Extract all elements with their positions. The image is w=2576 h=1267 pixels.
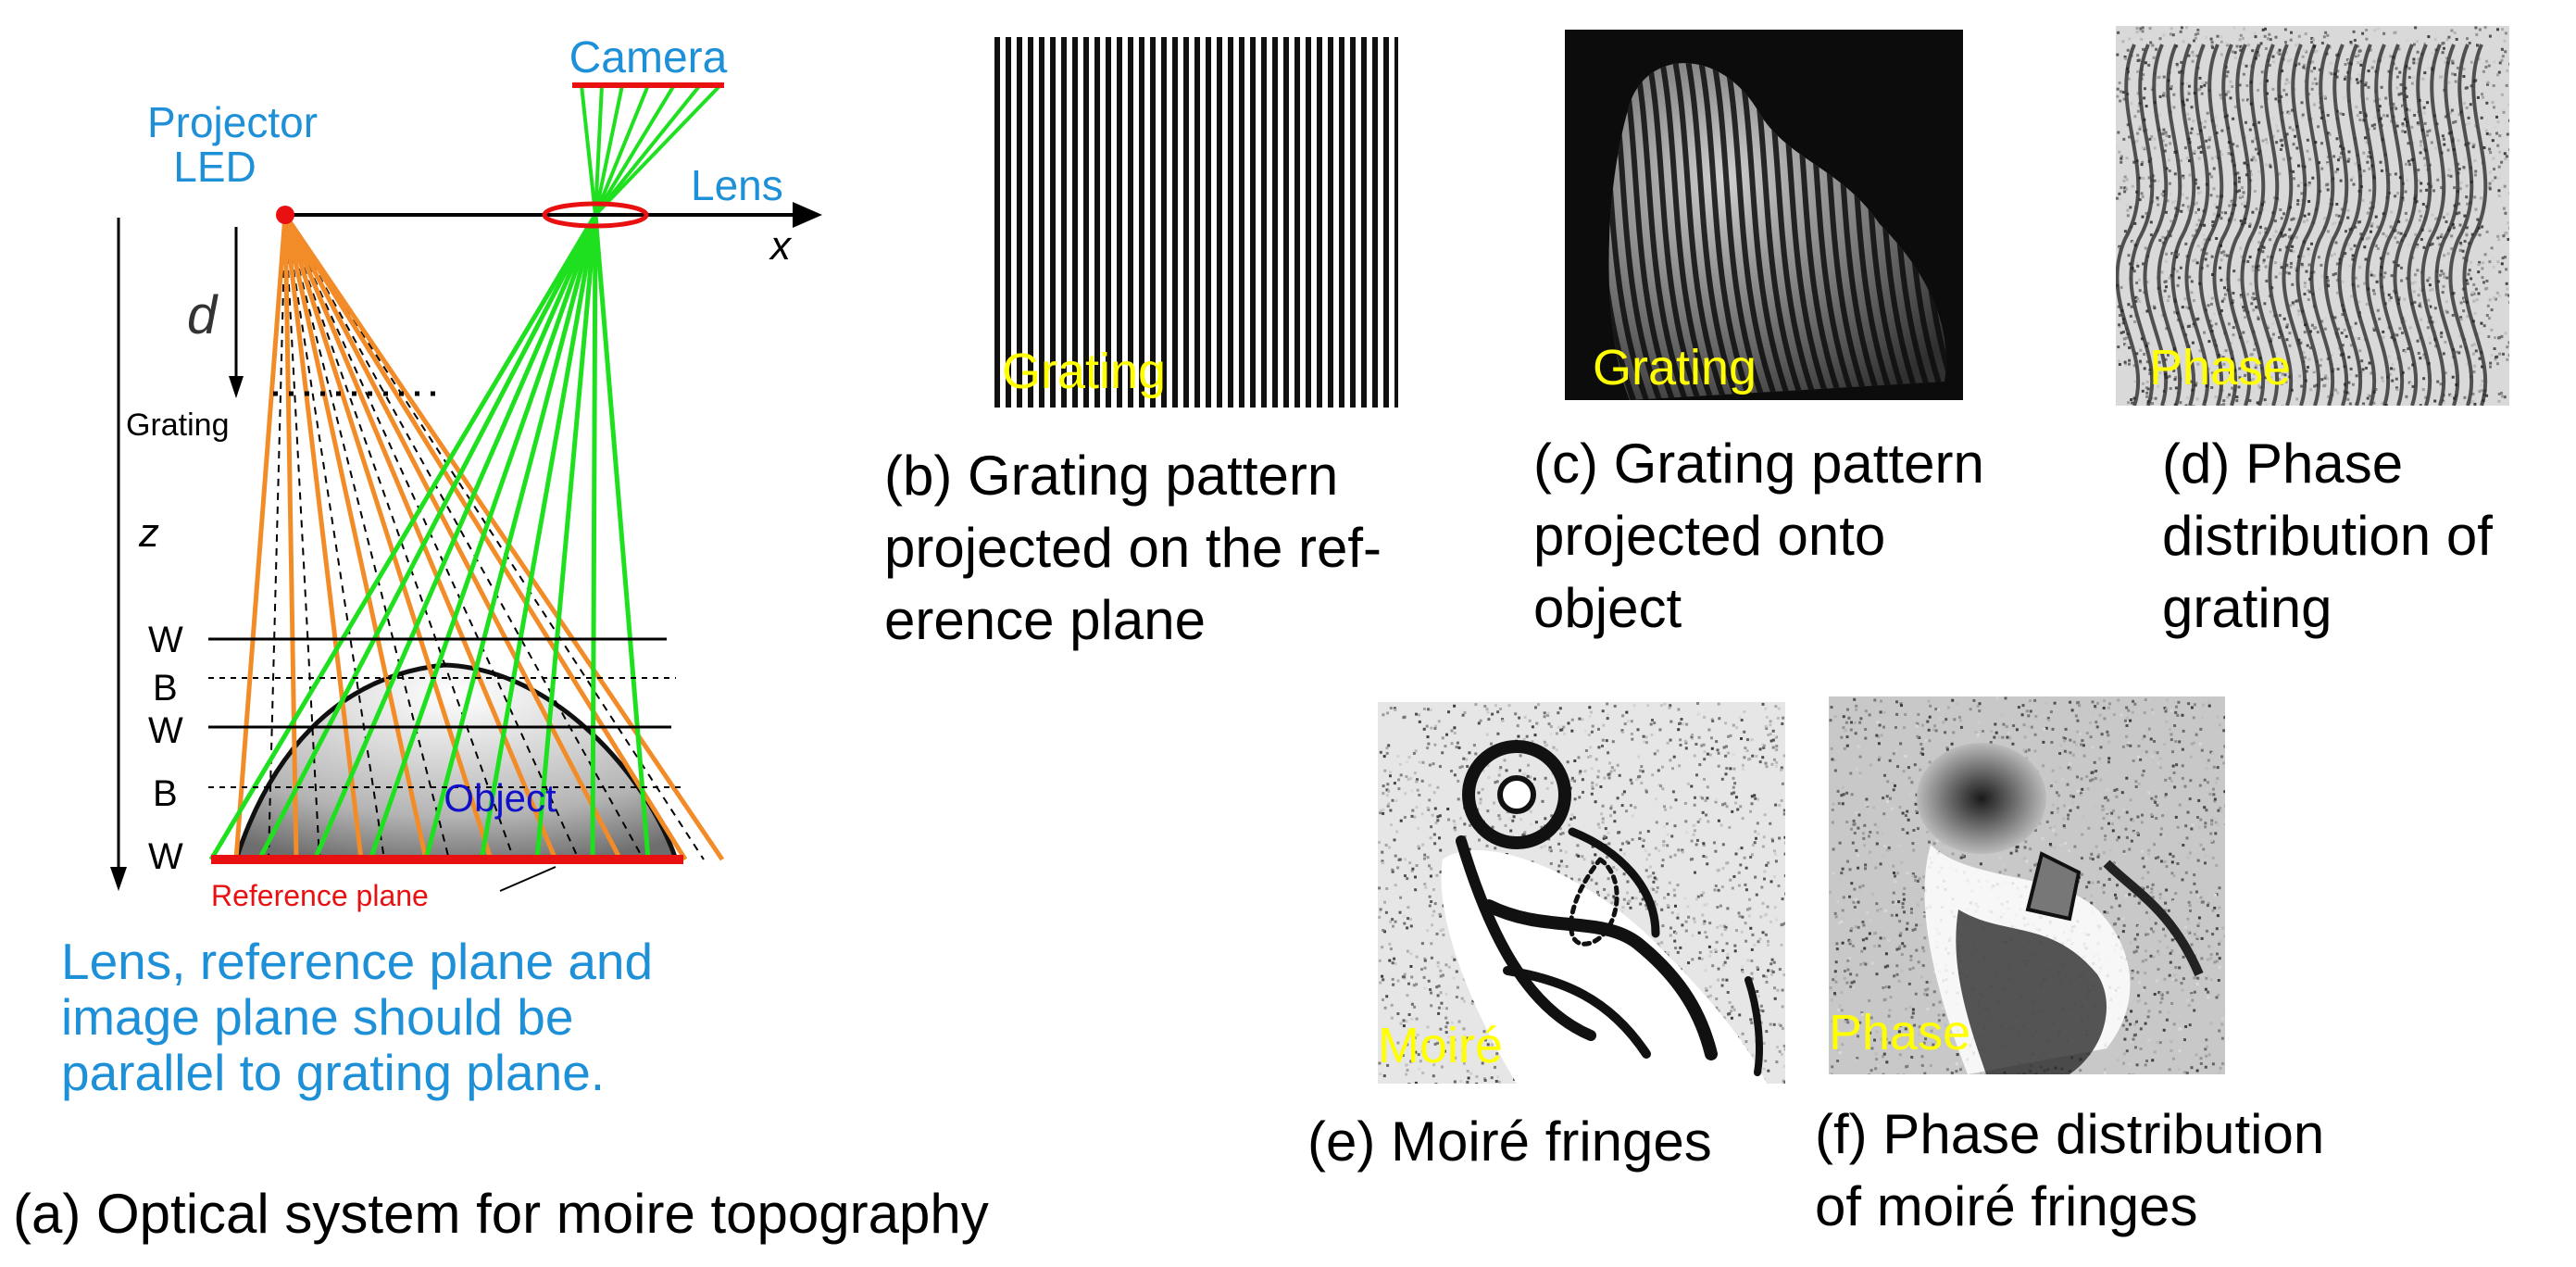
grating-shadow-line — [284, 214, 705, 860]
grating-shadow-line — [284, 214, 580, 860]
panel-f-phase-moire-image: Phase — [1829, 696, 2225, 1074]
panel-b-grating-image: Grating — [991, 37, 1398, 408]
lens-ellipse — [542, 201, 649, 229]
camera-ray — [594, 84, 604, 216]
x-axis-arrowhead — [793, 202, 822, 228]
camera-label: Camera — [569, 33, 728, 82]
projector-label: Projector — [147, 98, 318, 146]
camera-ray — [312, 214, 598, 860]
z-label: z — [138, 510, 159, 556]
camera-ray — [594, 83, 676, 217]
camera-ray — [479, 214, 598, 860]
camera-ray — [590, 214, 598, 860]
camera-rays — [208, 83, 722, 861]
camera-ray — [580, 84, 597, 216]
camera-ray — [594, 83, 702, 217]
optical-system-diagram: Camera Projector LED Lens x d z Grating … — [110, 33, 822, 912]
band-label-w3: W — [148, 836, 183, 877]
panel-e-moire-image: Moiré — [1378, 702, 1785, 1084]
grating-line-shadows — [268, 214, 705, 860]
object-label: Object — [444, 776, 556, 820]
projector-ray — [282, 214, 558, 860]
reference-plane-label: Reference plane — [211, 879, 429, 912]
camera-ray — [594, 84, 650, 216]
panel-d-label: Phase — [2149, 340, 2292, 395]
grating-shadow-line — [284, 214, 320, 860]
camera-ray — [593, 214, 651, 860]
caption-c: (c) Grating pattern projected onto objec… — [1533, 433, 1984, 639]
projector-ray — [282, 213, 725, 861]
grating-shadow-line — [284, 214, 385, 860]
d-axis-arrowhead — [229, 376, 244, 398]
grating-shadow-line — [284, 214, 515, 860]
panel-f-label: Phase — [1829, 1005, 1971, 1060]
panel-d-phase-image: Phase — [2116, 26, 2509, 406]
band-label-w1: W — [148, 620, 183, 660]
d-label: d — [187, 285, 219, 345]
reference-plane-leader — [499, 866, 556, 892]
camera-ray — [534, 214, 598, 860]
panel-c-label: Grating — [1593, 340, 1757, 395]
grating-label: Grating — [126, 408, 230, 443]
x-axis-label: x — [769, 223, 793, 269]
camera-ray — [256, 213, 598, 861]
caption-e: (e) Moiré fringes — [1307, 1110, 1712, 1173]
band-label-w2: W — [148, 710, 183, 751]
projector-ray — [282, 214, 299, 860]
band-label-b1: B — [153, 668, 178, 709]
panel-c-grating-object-image: Grating — [1565, 30, 1963, 400]
z-axis-arrowhead — [110, 867, 127, 891]
led-label: LED — [173, 143, 256, 191]
projector-ray — [233, 214, 288, 860]
grating-shadow-line — [284, 214, 644, 860]
caption-f: (f) Phase distribution of moiré fringes — [1815, 1103, 2325, 1237]
projector-led — [276, 206, 294, 224]
caption-b: (b) Grating pattern projected on the ref… — [884, 445, 1382, 651]
grating-shadow-line — [268, 214, 286, 860]
camera-ray — [208, 213, 598, 861]
band-label-b2: B — [153, 773, 178, 814]
panel-e-label: Moiré — [1378, 1018, 1504, 1073]
projector-ray — [282, 214, 429, 860]
caption-a: (a) Optical system for moire topography — [13, 1183, 989, 1245]
parallel-note: Lens, reference plane and image plane sh… — [61, 933, 654, 1101]
projector-ray — [282, 214, 364, 860]
camera-ray — [594, 83, 722, 217]
caption-d: (d) Phase distribution of grating — [2162, 433, 2493, 639]
panel-b-label: Grating — [1002, 344, 1167, 399]
camera-ray — [423, 214, 598, 860]
camera-ray — [368, 214, 598, 860]
camera-ray — [594, 84, 624, 216]
lens-label: Lens — [691, 161, 783, 209]
